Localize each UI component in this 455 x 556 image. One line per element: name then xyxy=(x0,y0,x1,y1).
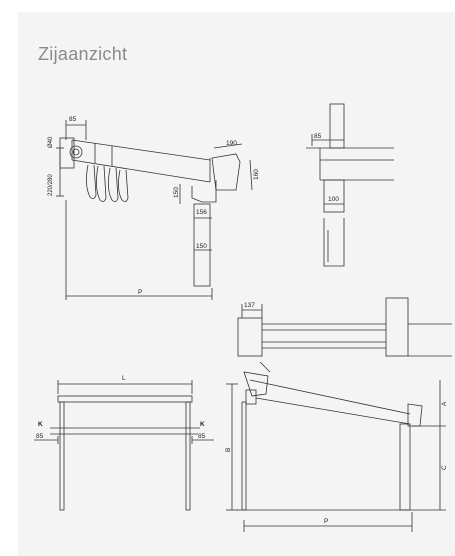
page-title: Zijaanzicht xyxy=(38,44,128,64)
dim-150-label-a: 150 xyxy=(173,187,180,198)
dim-190-label: 190 xyxy=(226,140,237,147)
dim-range-label: 220/280 xyxy=(48,174,54,196)
dim-k-left-label: K xyxy=(38,421,43,428)
dim-85-label-2: 85 xyxy=(314,133,322,140)
side-view xyxy=(226,361,446,532)
cross-section-detail xyxy=(306,103,394,267)
front-view xyxy=(34,380,214,511)
dim-diameter-label: Ø40 xyxy=(48,136,54,148)
dim-150-label-b: 150 xyxy=(196,243,207,250)
dim-85-left-label: 85 xyxy=(36,433,44,440)
side-view-detail xyxy=(56,120,253,300)
dim-c-label: C xyxy=(441,465,448,470)
dim-100-label: 100 xyxy=(328,196,339,203)
dim-p-label-2: P xyxy=(324,518,328,525)
dim-p-label: P xyxy=(138,289,142,296)
drawing-sheet xyxy=(18,12,455,556)
dim-b-label: B xyxy=(225,448,232,452)
dim-156-label: 156 xyxy=(196,209,207,216)
dim-l-label: L xyxy=(122,375,126,382)
dim-137-label: 137 xyxy=(244,302,255,309)
dim-a-label: A xyxy=(441,401,448,406)
dim-160-label: 160 xyxy=(253,169,260,180)
dim-85-right-label: 85 xyxy=(198,433,206,440)
top-view-detail xyxy=(237,297,452,357)
dim-k-right-label: K xyxy=(200,421,205,428)
dim-85-label: 85 xyxy=(69,116,77,123)
